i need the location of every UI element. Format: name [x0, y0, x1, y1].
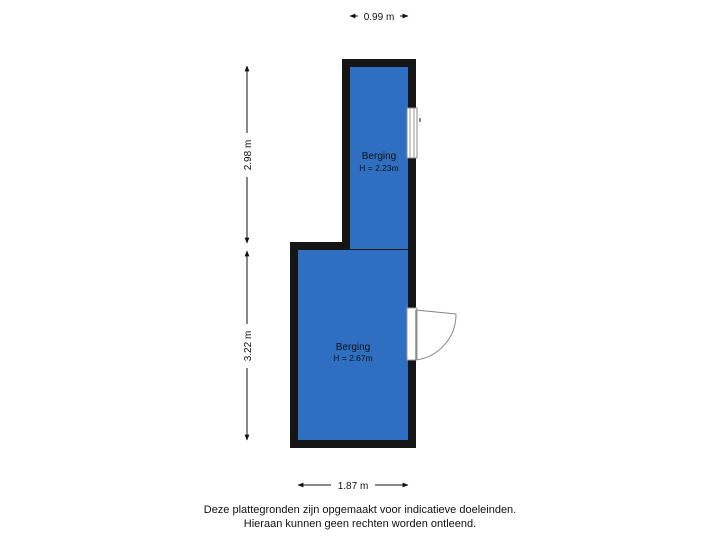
dimension-bottom: 1.87 m: [297, 478, 409, 492]
dimension-bottom-width: 1.87 m: [338, 481, 369, 492]
dimension-label-bg: [240, 324, 254, 368]
door[interactable]: [406, 307, 457, 361]
door-opening: [406, 307, 418, 361]
dimension-top-width: 0.99 m: [364, 12, 395, 23]
dimension-upper: 2.98 m: [240, 65, 254, 244]
window: [406, 107, 421, 159]
dimension-lower: 3.22 m: [240, 250, 254, 441]
dimension-lower-height: 3.22 m: [243, 331, 254, 362]
room-label-lower: Berging: [336, 342, 370, 353]
dimension-label-bg: [331, 478, 375, 492]
disclaimer-line-2: Hieraan kunnen geen rechten worden ontle…: [243, 518, 477, 530]
rooms: [298, 67, 408, 440]
dimension-upper-height: 2.98 m: [243, 140, 254, 171]
window-handle-icon: [419, 118, 421, 122]
window-frame: [406, 107, 418, 159]
room-lower-berging[interactable]: [298, 250, 408, 440]
disclaimer-line-1: Deze plattegronden zijn opgemaakt voor i…: [203, 504, 517, 516]
dimension-label-bg: [240, 133, 254, 177]
room-height-upper: H = 2.23m: [359, 163, 398, 173]
dimension-label-bg: [358, 9, 400, 23]
dimension-top: 0.99 m: [349, 9, 409, 23]
room-upper-berging[interactable]: [350, 67, 408, 249]
room-label-upper: Berging: [362, 151, 396, 162]
room-height-lower: H = 2.67m: [333, 353, 372, 363]
door-swing-arc: [415, 309, 457, 361]
